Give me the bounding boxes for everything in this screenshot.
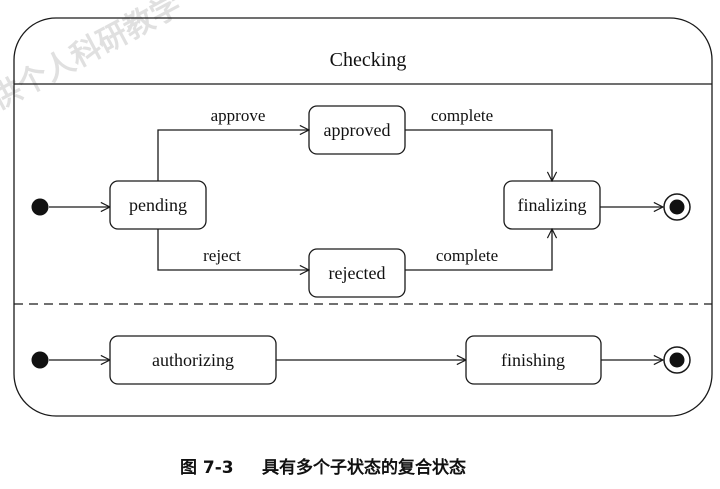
composite-state-title: Checking	[330, 49, 407, 71]
transition-approve-label: approve	[211, 106, 266, 125]
state-approved-label: approved	[324, 120, 391, 140]
transition-complete-approved-label: complete	[431, 106, 493, 125]
initial-pseudostate-region2	[31, 351, 49, 369]
transition-complete-rejected	[405, 229, 552, 271]
final-state-inner-region2	[669, 352, 685, 368]
final-state-inner-region1	[669, 199, 685, 215]
state-finishing-label: finishing	[501, 350, 565, 370]
transition-complete-approved	[405, 129, 552, 181]
transition-complete-rejected-label: complete	[436, 246, 498, 265]
transition-reject	[157, 229, 309, 270]
state-rejected-label: rejected	[329, 263, 386, 283]
transition-reject-label: reject	[203, 246, 241, 265]
state-finalizing-label: finalizing	[518, 195, 587, 215]
transition-approve	[157, 130, 309, 181]
state-pending-label: pending	[129, 195, 187, 215]
figure-caption-text: 具有多个子状态的复合状态	[261, 457, 466, 478]
state-authorizing-label: authorizing	[152, 350, 234, 370]
composite-state-checking	[13, 17, 713, 417]
initial-pseudostate-region1	[31, 198, 49, 216]
figure-caption-number: 图 7-3	[180, 458, 234, 478]
